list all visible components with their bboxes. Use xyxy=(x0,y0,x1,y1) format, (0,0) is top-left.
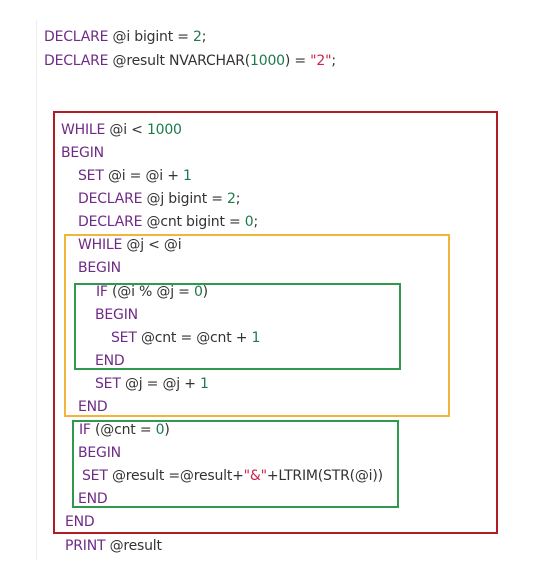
code-token: DECLARE xyxy=(78,191,143,207)
code-token: BEGIN xyxy=(78,260,121,276)
code-token: ; xyxy=(253,214,259,230)
code-token: 1000 xyxy=(250,53,285,69)
code-token: @j bigint = xyxy=(142,191,228,207)
code-token: IF xyxy=(96,284,108,300)
code-line: SET @j = @j + 1 xyxy=(95,375,209,393)
code-line: DECLARE @result NVARCHAR(1000) = "2"; xyxy=(44,52,336,70)
code-token: WHILE xyxy=(61,122,106,138)
code-token: @j < @i xyxy=(122,237,182,253)
code-line: SET @result =@result+"&"+LTRIM(STR(@i)) xyxy=(82,467,383,485)
code-line: BEGIN xyxy=(78,259,121,277)
code-token: 0 xyxy=(155,422,165,438)
code-token: 2 xyxy=(193,29,202,45)
code-token: PRINT xyxy=(65,538,106,554)
code-token: @result =@result+ xyxy=(107,468,244,484)
code-line: DECLARE @cnt bigint = 0; xyxy=(78,213,258,231)
code-token: 1 xyxy=(251,330,261,346)
code-token: END xyxy=(78,491,108,507)
code-token: WHILE xyxy=(78,237,123,253)
code-token: 1 xyxy=(182,168,192,184)
code-token: DECLARE xyxy=(78,214,143,230)
code-token: @i < xyxy=(105,122,147,138)
code-token: @cnt bigint = xyxy=(142,214,245,230)
code-token: @j = @j + xyxy=(120,376,200,392)
code-token: @i bigint = xyxy=(108,29,194,45)
code-token: "2" xyxy=(310,53,332,69)
code-token: 0 xyxy=(244,214,254,230)
code-token: SET xyxy=(95,376,121,392)
code-token: BEGIN xyxy=(61,145,104,161)
code-line: BEGIN xyxy=(61,144,104,162)
code-token: (@cnt = xyxy=(90,422,156,438)
code-line: WHILE @j < @i xyxy=(78,236,182,254)
code-token: @cnt = @cnt + xyxy=(136,330,252,346)
code-token: ) xyxy=(164,422,170,438)
code-line: PRINT @result xyxy=(65,537,162,555)
code-line: SET @i = @i + 1 xyxy=(78,167,192,185)
code-line: DECLARE @j bigint = 2; xyxy=(78,190,240,208)
code-token: END xyxy=(65,514,95,530)
code-token: 1 xyxy=(199,376,209,392)
code-token: ) = xyxy=(284,53,311,69)
code-token: (@i % @j = xyxy=(107,284,194,300)
code-token: ) xyxy=(202,284,208,300)
code-token: ; xyxy=(235,191,241,207)
code-token: DECLARE xyxy=(44,29,109,45)
code-token: SET xyxy=(111,330,137,346)
gutter-divider xyxy=(36,20,37,560)
code-token: @i = @i + xyxy=(103,168,183,184)
code-token: ; xyxy=(331,53,336,69)
code-line: IF (@i % @j = 0) xyxy=(96,283,208,301)
code-line: END xyxy=(78,398,108,416)
code-token: DECLARE xyxy=(44,53,109,69)
code-token: BEGIN xyxy=(95,307,138,323)
code-token: IF xyxy=(79,422,91,438)
code-line: WHILE @i < 1000 xyxy=(61,121,182,139)
code-token: @result xyxy=(105,538,162,554)
code-line: IF (@cnt = 0) xyxy=(79,421,170,439)
code-token: @result NVARCHAR( xyxy=(108,53,251,69)
code-token: "&" xyxy=(243,468,267,484)
code-token: 1000 xyxy=(146,122,182,138)
code-line: BEGIN xyxy=(78,444,121,462)
code-line: END xyxy=(65,513,95,531)
code-token: 0 xyxy=(193,284,203,300)
code-token: END xyxy=(78,399,108,415)
code-token: END xyxy=(95,353,125,369)
code-token: BEGIN xyxy=(78,445,121,461)
code-token: 2 xyxy=(227,191,236,207)
code-line: END xyxy=(78,490,108,508)
code-token: SET xyxy=(78,168,104,184)
code-line: SET @cnt = @cnt + 1 xyxy=(111,329,260,347)
code-line: END xyxy=(95,352,125,370)
code-line: DECLARE @i bigint = 2; xyxy=(44,28,206,46)
code-line: BEGIN xyxy=(95,306,138,324)
code-token: +LTRIM(STR(@i)) xyxy=(266,468,383,484)
code-token: ; xyxy=(201,29,207,45)
code-token: SET xyxy=(82,468,108,484)
